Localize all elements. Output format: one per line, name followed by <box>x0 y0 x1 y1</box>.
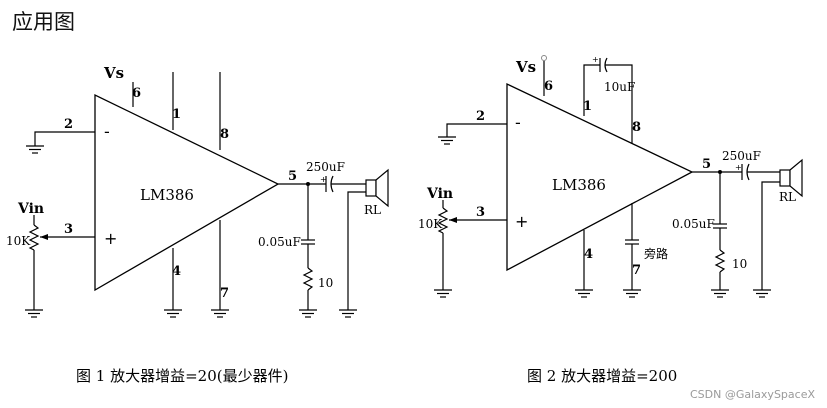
pin-5-label-1: 5 <box>288 169 297 184</box>
pin-2-label-1: 2 <box>64 117 73 132</box>
load-label-1: RL <box>364 203 381 217</box>
figure-caption-1: 图 1 放大器增益=20(最少器件) <box>76 367 288 385</box>
pin-4-label-2: 4 <box>584 247 593 262</box>
inverting-sign-2: - <box>515 113 521 132</box>
shunt-cap-label-2: 0.05uF <box>672 217 715 231</box>
vin-label-2: Vin <box>426 186 453 202</box>
bypass-label-2: 旁路 <box>644 246 668 261</box>
pin-5-label-2: 5 <box>702 157 711 172</box>
pin-7-label-1: 7 <box>220 286 229 301</box>
pin-1-label-2: 1 <box>583 99 592 114</box>
pot-label-2: 10K <box>418 217 443 231</box>
pin-1-label-1: 1 <box>172 107 181 122</box>
vs-label-2: Vs <box>515 58 536 76</box>
svg-text:+: + <box>592 55 599 64</box>
amplifier-triangle-1 <box>94 93 280 292</box>
noninverting-sign-2: + <box>515 212 528 231</box>
figure-1: LM386 - + Vs 6 1 8 2 3 Vin 10K 4 <box>6 64 389 385</box>
pin-2-label-2: 2 <box>476 109 485 124</box>
page-title: 应用图 <box>12 10 75 34</box>
vs-label-1: Vs <box>103 64 124 82</box>
shunt-cap-label-1: 0.05uF <box>258 235 301 249</box>
output-cap-label-1: 250uF <box>306 160 345 174</box>
amplifier-triangle-2 <box>506 82 694 272</box>
chip-label-1: LM386 <box>140 186 194 204</box>
output-cap-label-2: 250uF <box>722 149 761 163</box>
resistor-label-1: 10 <box>318 276 333 290</box>
pin-8-label-2: 8 <box>632 120 641 135</box>
speaker-icon-1 <box>365 179 377 197</box>
svg-text:+: + <box>735 163 742 172</box>
figure-2: LM386 - + Vs 6 + 10uF 1 8 2 3 Vin 10K <box>418 55 803 385</box>
speaker-icon-2 <box>779 169 791 187</box>
vin-label-1: Vin <box>17 201 44 217</box>
pin-3-label-1: 3 <box>64 222 73 237</box>
chip-label-2: LM386 <box>552 176 606 194</box>
watermark: CSDN @GalaxySpaceX <box>690 388 815 401</box>
pin-7-label-2: 7 <box>632 263 641 278</box>
pin-6-label-1: 6 <box>132 86 141 101</box>
noninverting-sign-1: + <box>104 229 117 248</box>
gain-cap-label-2: 10uF <box>604 80 635 94</box>
pin-4-label-1: 4 <box>172 264 181 279</box>
pin-3-label-2: 3 <box>476 205 485 220</box>
svg-text:+: + <box>320 175 327 184</box>
pot-label-1: 10K <box>6 234 31 248</box>
pin-8-label-1: 8 <box>220 127 229 142</box>
load-label-2: RL <box>779 190 796 204</box>
figure-caption-2: 图 2 放大器增益=200 <box>527 367 677 385</box>
pin-6-label-2: 6 <box>544 79 553 94</box>
resistor-label-2: 10 <box>732 257 747 271</box>
inverting-sign-1: - <box>104 122 110 141</box>
